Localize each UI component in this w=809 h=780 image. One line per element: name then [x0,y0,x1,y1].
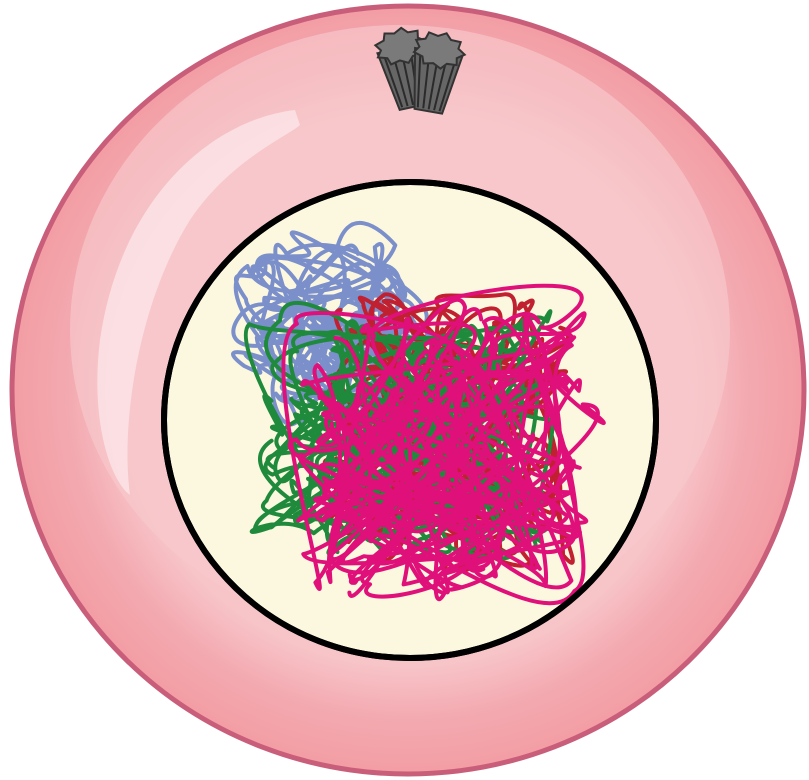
cell-svg [0,0,809,780]
cell-diagram [0,0,809,780]
